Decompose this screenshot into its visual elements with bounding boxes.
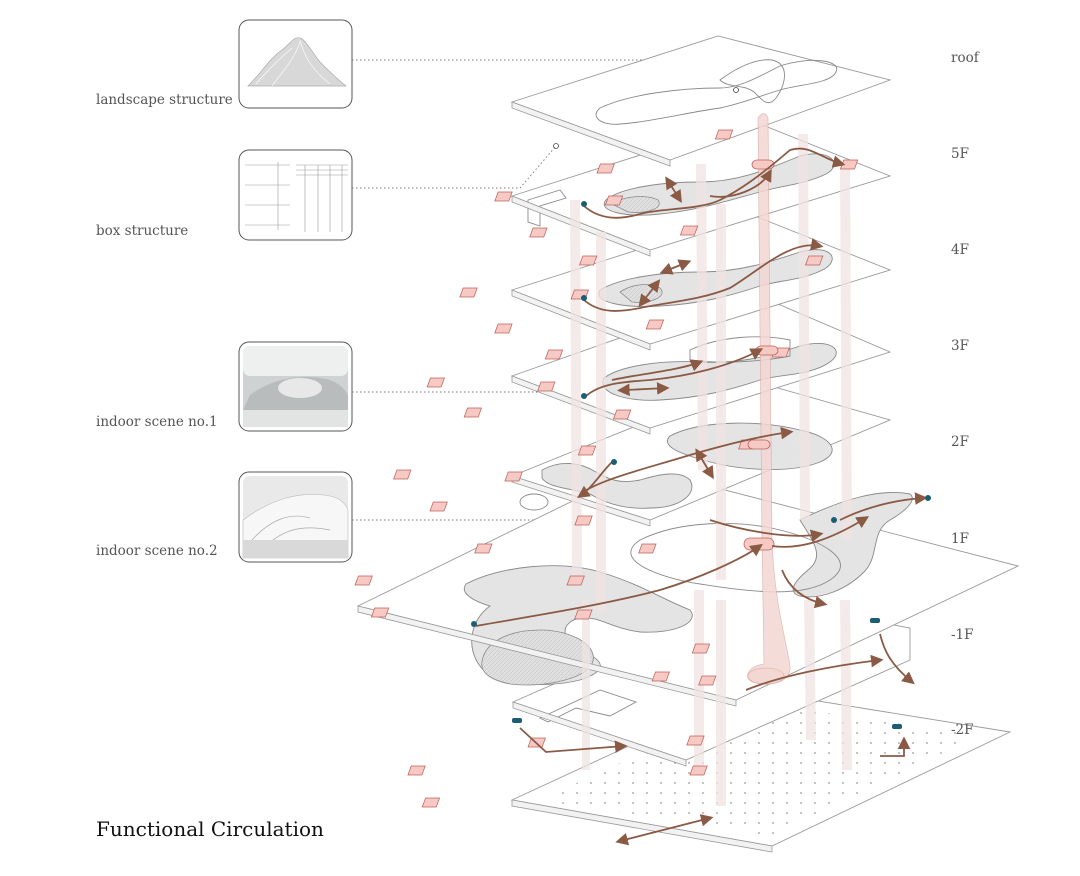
label-box-structure: box structure <box>96 223 188 239</box>
floor-label-b1: -1F <box>951 627 974 643</box>
floor-label-4f: 4F <box>951 242 969 258</box>
circulation-arrows <box>475 147 928 846</box>
page-title: Functional Circulation <box>96 817 324 841</box>
floor-label-5f: 5F <box>951 146 969 162</box>
label-indoor-scene-2: indoor scene no.2 <box>96 543 218 559</box>
floor-label-roof: roof <box>951 50 980 66</box>
floor-label-2f: 2F <box>951 434 969 450</box>
floor-label-3f: 3F <box>951 338 969 354</box>
core-ring-b1 <box>747 667 785 685</box>
leader-lines <box>352 59 737 521</box>
floor-label-1f: 1F <box>951 531 969 547</box>
box-structure-thumbnail <box>238 149 353 241</box>
indoor-scene-2-thumbnail <box>238 471 353 563</box>
label-landscape-structure: landscape structure <box>96 92 233 108</box>
label-indoor-scene-1: indoor scene no.1 <box>96 414 218 430</box>
floor-label-b2: -2F <box>951 722 974 738</box>
central-core <box>747 113 791 685</box>
indoor-scene-1-thumbnail <box>238 341 353 432</box>
slab-roof <box>510 35 892 167</box>
car-icons <box>512 618 902 729</box>
pedestrian-icons <box>471 201 931 627</box>
landscape-structure-thumbnail <box>238 19 353 109</box>
